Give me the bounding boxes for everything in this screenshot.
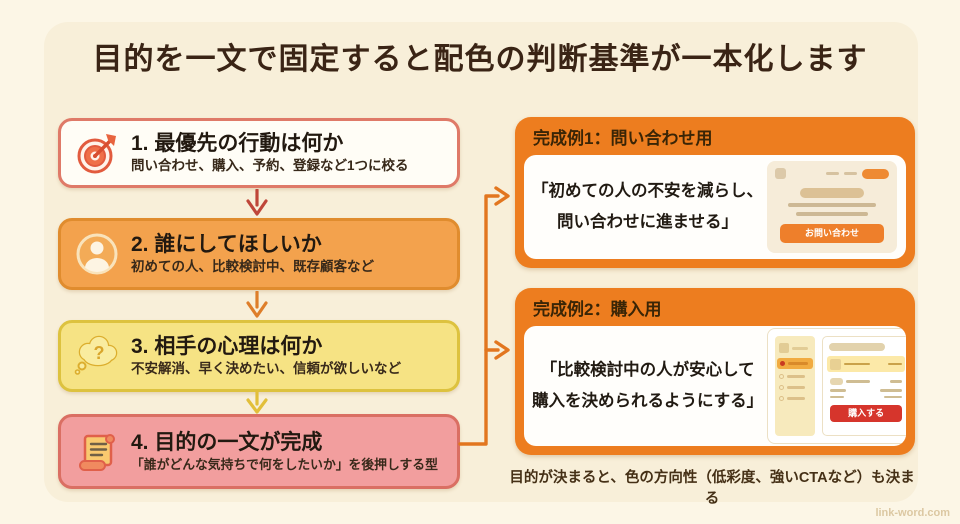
mock-thumbnail (830, 378, 844, 385)
mock-logo (775, 168, 786, 179)
mock-text-line (830, 389, 847, 392)
example-panel-1-contact: 完成例1：問い合わせ用 「初めての人の不安を減らし、 問い合わせに進ませる」 お… (515, 117, 915, 268)
step-2-heading: 2. 誰にしてほしいか (131, 232, 322, 256)
step-box-3-psychology: ? 3. 相手の心理は何か 不安解消、早く決めたい、信頼が欲しいなど (58, 320, 460, 392)
mock-sidebar-profile (775, 340, 815, 356)
mock-list-row (827, 387, 905, 394)
down-arrow-1-icon (246, 189, 268, 216)
mock-sidebar-item (775, 393, 815, 404)
example-2-quote-line2: 購入を決められるようにする」 (532, 392, 764, 410)
thought-bubble-icon: ? (74, 335, 118, 375)
mock-sidebar-item (775, 371, 815, 382)
example-2-body: 「比較検討中の人が安心して 購入を決められるようにする」 (524, 326, 906, 446)
step-4-heading: 4. 目的の一文が完成 (131, 430, 323, 454)
mock-bullet (779, 396, 785, 401)
mock-sidebar-item (775, 382, 815, 393)
mock-text-line (846, 380, 871, 383)
example-1-header: 完成例1：問い合わせ用 (533, 128, 713, 148)
purchase-page-mockup: 購入する (767, 328, 906, 444)
footnote: 目的が決まると、色の方向性（低彩度、強いCTAなど）も決まる (509, 470, 915, 507)
step-box-2-target-person: 2. 誰にしてほしいか 初めての人、比較検討中、既存顧客など (58, 218, 460, 290)
mock-nav-cta-pill (862, 168, 889, 179)
mock-text-line (787, 397, 806, 400)
mock-bullet (779, 374, 785, 379)
mock-list-row (827, 376, 905, 387)
example-panel-2-purchase: 完成例2：購入用 「比較検討中の人が安心して 購入を決められるようにする」 (515, 288, 915, 455)
step-4-subtitle: 「誰がどんな気持ちで何をしたいか」を後押しする型 (131, 456, 438, 472)
page-title: 目的を一文で固定すると配色の判断基準が一本化します (92, 43, 868, 76)
mock-nav-link (844, 172, 857, 175)
mock-value-line (884, 395, 903, 398)
watermark: link-word.com (875, 507, 950, 519)
step-box-4-purpose-sentence: 4. 目的の一文が完成 「誰がどんな気持ちで何をしたいか」を後押しする型 (58, 414, 460, 489)
mock-list-row (827, 394, 905, 401)
mock-text-line (844, 362, 871, 366)
step-2-subtitle: 初めての人、比較検討中、既存顧客など (131, 258, 374, 274)
mock-avatar (779, 343, 790, 353)
step-1-subtitle: 問い合わせ、購入、予約、登録など1つに校る (131, 157, 409, 173)
mock-nav-link (826, 172, 839, 175)
mock-value-line (890, 380, 903, 383)
step-1-heading: 1. 最優先の行動は何か (131, 131, 344, 155)
example-2-quote: 「比較検討中の人が安心して 購入を決められるようにする」 (524, 355, 767, 418)
mock-value-line (888, 362, 903, 366)
example-1-quote-line2: 問い合わせに進ませる」 (556, 213, 738, 231)
mock-value-line (880, 389, 903, 392)
example-2-quote-line1: 「比較検討中の人が安心して (540, 360, 755, 379)
mock-heading-placeholder (829, 343, 886, 351)
mock-text-line (787, 375, 806, 378)
example-2-header: 完成例2：購入用 (533, 299, 662, 319)
mock-sidebar (775, 336, 816, 436)
mock-text-line (796, 212, 868, 216)
step-3-subtitle: 不安解消、早く決めたい、信頼が欲しいなど (131, 360, 401, 376)
step-3-heading: 3. 相手の心理は何か (131, 334, 323, 358)
contact-page-mockup: お問い合わせ (767, 161, 897, 253)
mock-text-line (788, 203, 876, 207)
scroll-icon (79, 433, 115, 471)
mock-text-line (830, 395, 845, 398)
mock-thumbnail (830, 358, 842, 370)
example-1-body: 「初めての人の不安を減らし、 問い合わせに進ませる」 お問い合わせ (524, 155, 906, 259)
down-arrow-3-icon (246, 390, 268, 414)
branch-connector-arrows (458, 186, 510, 446)
mock-main-content: 購入する (822, 336, 906, 436)
mock-text-line (787, 386, 806, 389)
svg-text:?: ? (94, 343, 105, 363)
step-box-1-priority-action: 1. 最優先の行動は何か 問い合わせ、購入、予約、登録など1つに校る (58, 118, 460, 188)
person-icon (76, 233, 118, 275)
mock-bullet (779, 385, 785, 390)
target-icon (77, 134, 116, 174)
mock-active-dot (780, 361, 786, 366)
example-1-quote: 「初めての人の不安を減らし、 問い合わせに進ませる」 (524, 176, 767, 239)
mock-heading-placeholder (800, 188, 864, 198)
mock-highlighted-row (827, 356, 906, 372)
mock-text-line (792, 346, 809, 350)
contact-button[interactable]: お問い合わせ (780, 224, 884, 243)
example-1-quote-line1: 「初めての人の不安を減らし、 (532, 181, 763, 200)
down-arrow-2-icon (246, 291, 268, 318)
mock-browser-topbar (775, 168, 889, 179)
mock-sidebar-item-active (777, 358, 814, 369)
mock-text-line (788, 362, 809, 365)
purchase-button[interactable]: 購入する (830, 405, 903, 422)
